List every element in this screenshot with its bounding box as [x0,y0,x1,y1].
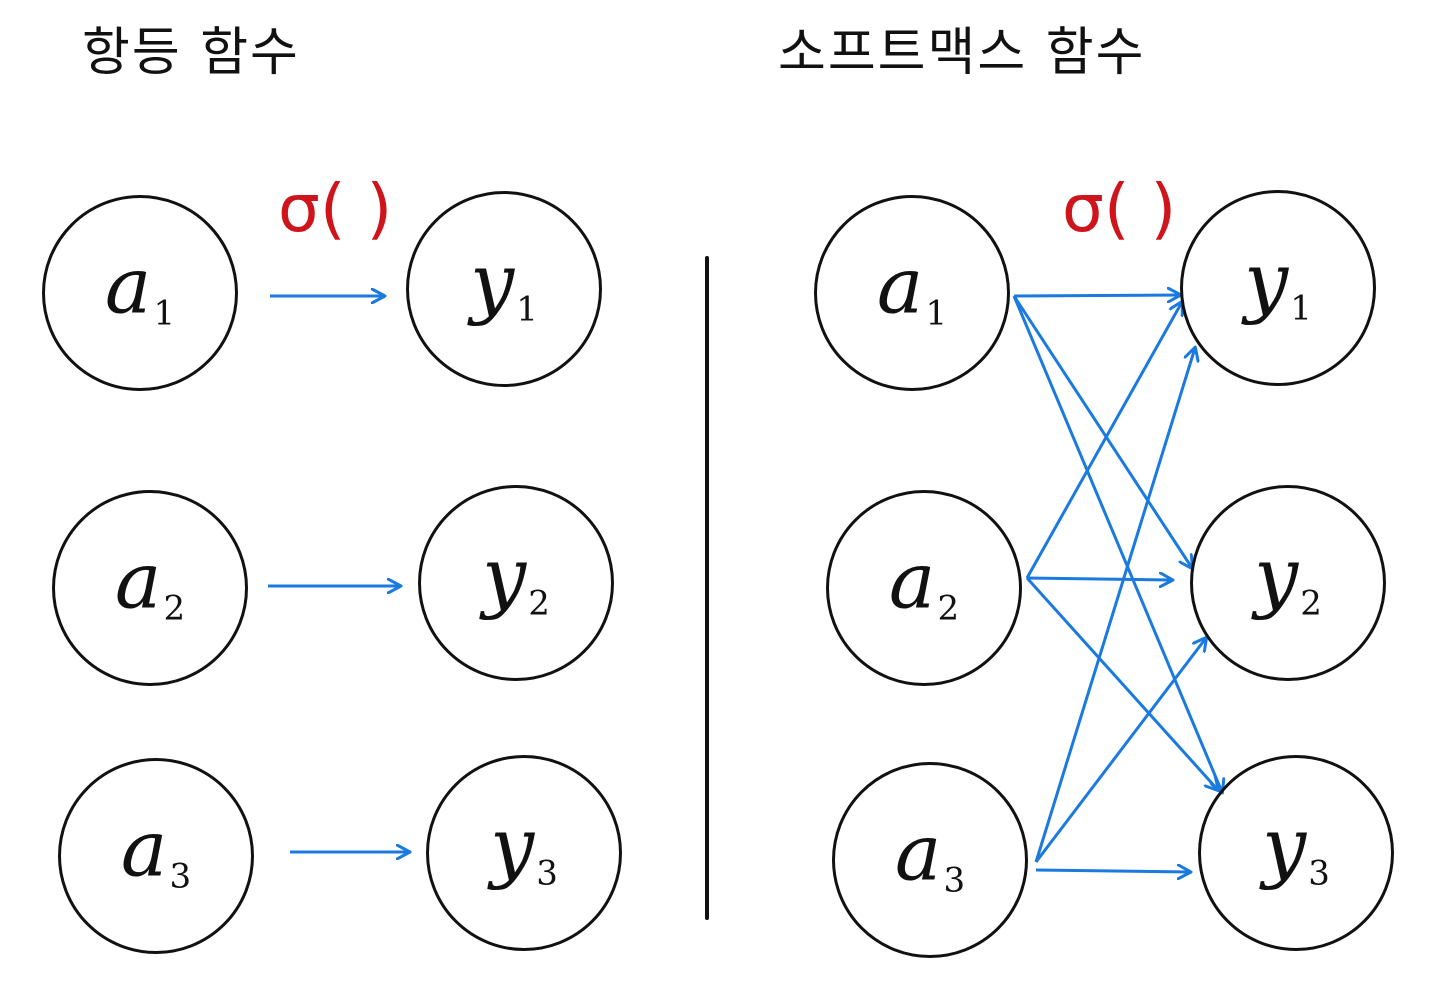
input-node-a1: a1 [42,195,238,391]
input-node-a3: a3 [58,758,254,954]
node-subscript: 1 [1290,288,1312,329]
node-letter: y [482,531,527,622]
node-subscript: 1 [153,293,176,334]
softmax-arrow-a3-y2 [1034,638,1206,863]
softmax-arrow-a1-y1 [1013,295,1180,296]
softmax-arrow-a2-y3 [1025,576,1218,790]
softmax-arrow-a3-y1 [1034,348,1195,863]
node-letter: y [490,801,535,892]
output-node-y3: y3 [426,755,622,951]
softmax-arrow-a1-y3 [1012,295,1222,792]
output-node-y1: y1 [406,191,602,387]
node-subscript: 3 [169,856,192,897]
node-subscript: 2 [528,583,550,624]
node-letter: a [888,536,936,627]
node-letter: a [894,808,942,899]
softmax-arrow-a1-y2 [1012,295,1192,568]
node-letter: a [104,241,152,332]
node-subscript: 2 [1300,583,1322,624]
node-letter: a [876,241,924,332]
node-letter: a [114,536,162,627]
input-node-a2: a2 [52,490,248,686]
node-subscript: 2 [163,588,186,629]
softmax-input-node-a2: a2 [826,490,1022,686]
right-panel-title: 소프트맥스 함수 [778,23,1146,83]
right-function-label: σ( ) [1062,170,1177,247]
node-subscript: 1 [516,289,538,330]
softmax-input-node-a3: a3 [832,762,1028,958]
node-subscript: 1 [925,293,948,334]
node-letter: a [120,804,168,895]
node-letter: y [1254,531,1299,622]
softmax-arrow-a2-y2 [1026,578,1172,580]
node-subscript: 2 [937,588,960,629]
node-subscript: 3 [536,853,558,894]
output-node-y2: y2 [418,485,614,681]
softmax-output-node-y3: y3 [1198,755,1394,951]
node-subscript: 3 [1308,853,1330,894]
node-letter: y [1244,236,1289,327]
softmax-input-node-a1: a1 [814,195,1010,391]
left-panel-title: 항등 함수 [82,23,300,83]
softmax-output-node-y1: y1 [1180,190,1376,386]
left-function-label: σ( ) [278,170,393,247]
node-subscript: 3 [943,860,966,901]
node-letter: y [470,237,515,328]
softmax-arrow-a2-y1 [1025,302,1182,579]
softmax-output-node-y2: y2 [1190,485,1386,681]
softmax-arrow-a3-y3 [1035,870,1190,872]
node-letter: y [1262,801,1307,892]
